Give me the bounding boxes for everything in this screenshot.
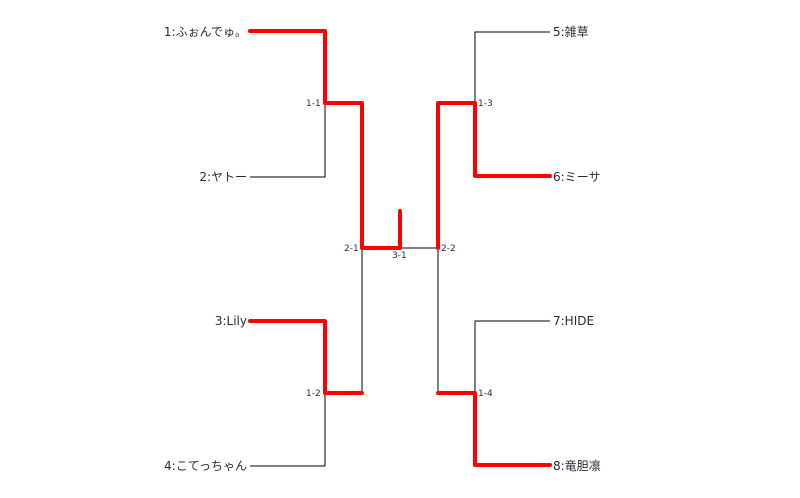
player-label-4: 4:こてっちゃん — [164, 459, 247, 473]
match-label-1-3: 1-3 — [478, 99, 493, 109]
player-label-1: 1:ふぉんでゅ。 — [163, 25, 247, 39]
winner-path-seed8 — [436, 391, 552, 467]
player-label-8: 8:竜胆凛 — [553, 459, 601, 473]
match-label-2-1: 2-1 — [344, 244, 359, 254]
match-label-1-1: 1-1 — [306, 99, 321, 109]
line-seed4 — [250, 393, 326, 467]
match-label-2-2: 2-2 — [441, 244, 456, 254]
winner-path-seed3 — [248, 319, 364, 395]
winner-path-seed1 — [248, 29, 402, 250]
match-label-3-1: 3-1 — [392, 251, 407, 261]
player-label-3: 3:Lily — [214, 314, 247, 328]
line-seed5 — [474, 31, 550, 103]
match-label-1-4: 1-4 — [478, 389, 493, 399]
player-label-6: 6:ミーサ — [553, 170, 601, 184]
bracket-lines — [250, 31, 550, 467]
line-seed2 — [250, 103, 326, 178]
player-label-5: 5:雑草 — [553, 25, 589, 39]
winner-paths — [248, 29, 552, 467]
match-label-1-2: 1-2 — [306, 389, 321, 399]
line-seed7 — [474, 320, 550, 393]
winner-path-seed6 — [436, 101, 552, 250]
player-label-2: 2:ヤトー — [199, 170, 247, 184]
player-label-7: 7:HIDE — [553, 314, 595, 328]
